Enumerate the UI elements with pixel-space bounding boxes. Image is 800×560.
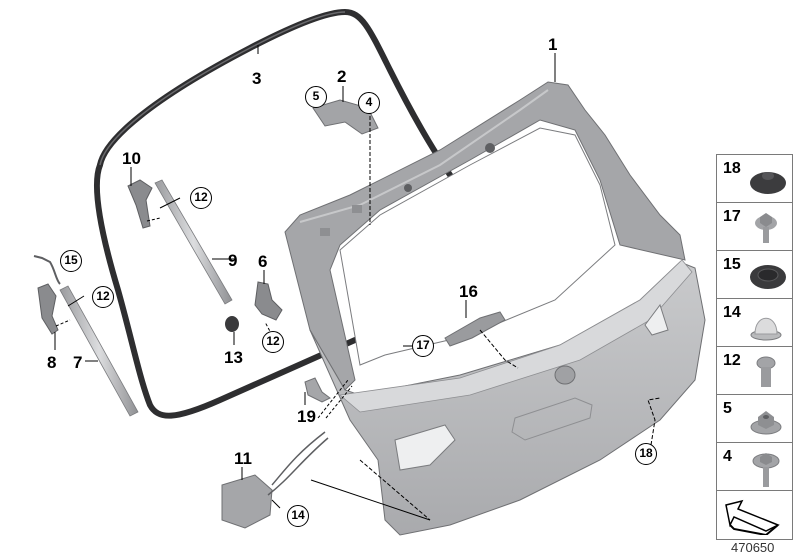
latch-part-16: [444, 311, 506, 347]
trim-part-19: [304, 377, 331, 403]
cap-nut-icon: [750, 317, 782, 341]
tailgate-panel-part-1: [284, 81, 706, 536]
circled-callout-4: 4: [358, 92, 380, 114]
wire-harness-15: [33, 255, 61, 285]
legend-number: 15: [723, 256, 741, 273]
hex-bolt-washer-icon: [752, 453, 780, 487]
callout-10: 10: [122, 149, 141, 168]
callout-7: 7: [73, 353, 83, 372]
hex-flange-nut-icon: [750, 411, 782, 435]
gas-strut-part-9: [154, 179, 233, 305]
bracket-part-8: [37, 283, 59, 335]
callout-19: 19: [297, 407, 316, 426]
legend-number: 17: [723, 208, 741, 225]
oval-grommet-icon: [750, 265, 786, 289]
legend-row-12: 12: [717, 347, 792, 395]
legend-number: 12: [723, 352, 741, 369]
small-parts-legend: 18 17 15 14 12 5 4: [716, 154, 793, 540]
circled-callout-5: 5: [305, 86, 327, 108]
circled-callout-12: 12: [190, 187, 212, 209]
leader-lines: [54, 45, 661, 521]
legend-number: 4: [723, 448, 732, 465]
callout-9: 9: [228, 251, 238, 270]
callout-2: 2: [337, 67, 347, 86]
callout-11: 11: [234, 449, 252, 468]
torx-bolt-icon: [756, 356, 776, 387]
diagram-id: 470650: [731, 540, 775, 555]
legend-row-15: 15: [717, 251, 792, 299]
circled-callout-14: 14: [287, 505, 309, 527]
gas-strut-part-7: [59, 285, 139, 417]
circled-callout-18: 18: [635, 443, 657, 465]
callout-6: 6: [258, 252, 268, 271]
grommet-dome-icon: [750, 172, 786, 194]
circled-callout-12: 12: [92, 286, 114, 308]
callout-16: 16: [459, 282, 478, 301]
legend-row-18: 18: [717, 155, 792, 203]
callout-1: 1: [548, 35, 558, 54]
legend-number: 5: [723, 400, 732, 417]
callout-3: 3: [252, 69, 262, 88]
callout-8: 8: [47, 353, 57, 372]
direction-arrow-icon: [725, 499, 780, 535]
lock-actuator-part-11: [221, 431, 329, 529]
callout-13: 13: [224, 348, 243, 367]
legend-row-5: 5: [717, 395, 792, 443]
legend-row-arrow: [717, 491, 792, 539]
bracket-part-6: [254, 281, 283, 321]
bracket-part-10: [127, 179, 153, 229]
legend-row-17: 17: [717, 203, 792, 251]
legend-number: 14: [723, 304, 741, 321]
legend-number: 18: [723, 160, 741, 177]
circled-callout-12: 12: [262, 331, 284, 353]
buffer-part-13: [225, 316, 239, 332]
hex-bolt-icon: [755, 213, 777, 243]
legend-row-4: 4: [717, 443, 792, 491]
legend-row-14: 14: [717, 299, 792, 347]
circled-callout-15: 15: [60, 250, 82, 272]
circled-callout-17: 17: [412, 335, 434, 357]
